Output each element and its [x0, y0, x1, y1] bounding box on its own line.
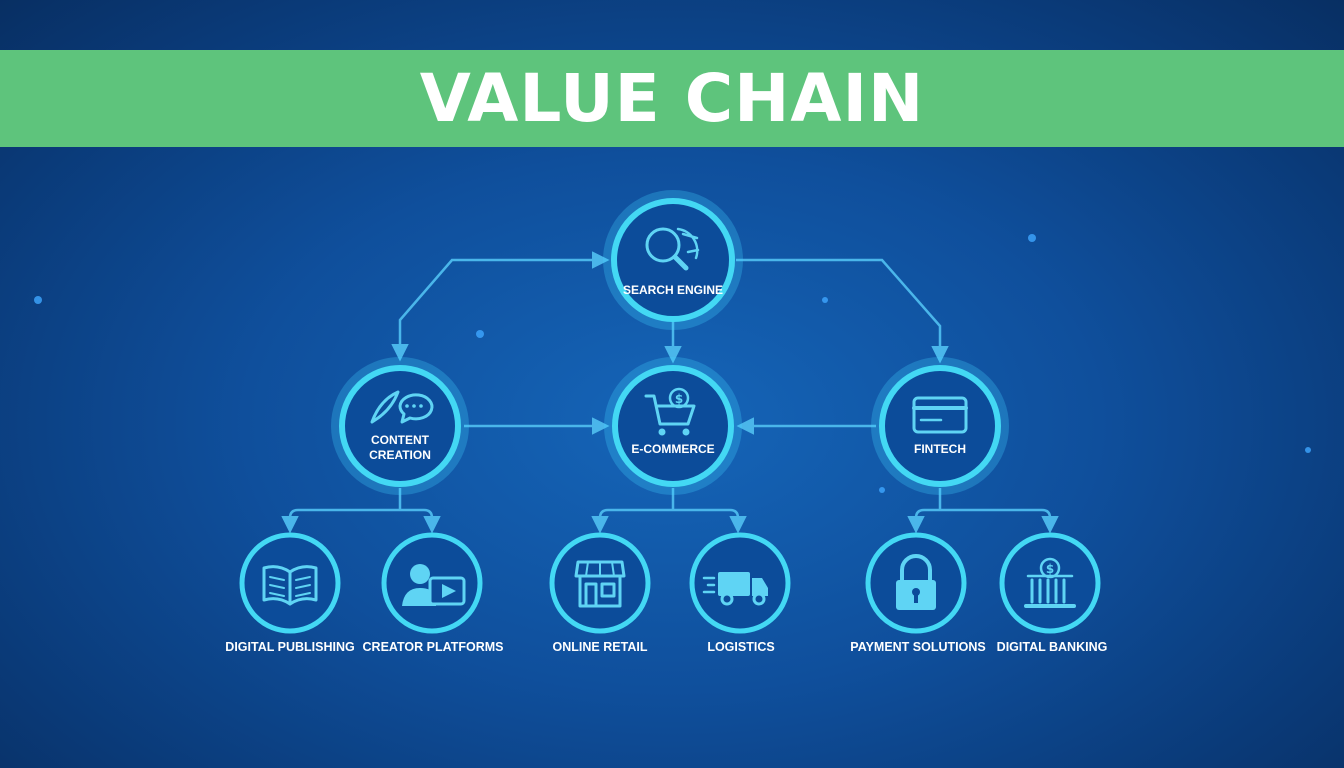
node-search-engine: SEARCH ENGINE [603, 190, 743, 330]
node-digital-publishing [239, 532, 341, 634]
digital-banking-label: DIGITAL BANKING [997, 640, 1108, 654]
node-payment-solutions [865, 532, 967, 634]
page-title: VALUE CHAIN [419, 59, 925, 137]
bank-dollar-icon: $ [1024, 557, 1076, 608]
node-content-creation: CONTENT CREATION [331, 357, 469, 495]
logistics-label: LOGISTICS [707, 640, 774, 654]
delivery-truck-icon [702, 572, 768, 606]
node-fintech: FINTECH [871, 357, 1009, 495]
title-banner: VALUE CHAIN [0, 50, 1344, 147]
shopping-cart-dollar-icon: $ [644, 387, 696, 436]
node-ecommerce: $ E-COMMERCE [604, 357, 742, 495]
edge-ecommerce-to-children [598, 488, 738, 530]
svg-text:$: $ [1046, 562, 1054, 576]
node-online-retail [549, 532, 651, 634]
open-book-icon [262, 565, 318, 606]
content-creation-label-line1: CONTENT [371, 433, 430, 447]
svg-text:$: $ [675, 392, 683, 406]
ecommerce-label: E-COMMERCE [631, 442, 714, 456]
fintech-label: FINTECH [914, 442, 966, 456]
connectors [281, 251, 1050, 530]
node-logistics [689, 532, 791, 634]
quill-chat-icon [370, 390, 434, 424]
node-digital-banking: $ [999, 532, 1101, 634]
person-video-icon [402, 564, 466, 606]
padlock-icon [896, 554, 936, 610]
node-creator-platforms [381, 532, 483, 634]
edge-content-to-children [288, 488, 432, 530]
edge-search-to-fintech [736, 258, 949, 364]
creator-platforms-label: CREATOR PLATFORMS [363, 640, 504, 654]
online-retail-label: ONLINE RETAIL [553, 640, 648, 654]
magnifier-globe-icon [645, 227, 700, 271]
credit-card-icon [912, 396, 968, 434]
storefront-icon [574, 560, 626, 608]
digital-publishing-label: DIGITAL PUBLISHING [225, 640, 354, 654]
search-engine-label: SEARCH ENGINE [623, 283, 723, 297]
edge-search-to-content [391, 251, 610, 362]
payment-solutions-label: PAYMENT SOLUTIONS [850, 640, 985, 654]
content-creation-label-line2: CREATION [369, 448, 431, 462]
edge-fintech-to-children [914, 488, 1050, 530]
